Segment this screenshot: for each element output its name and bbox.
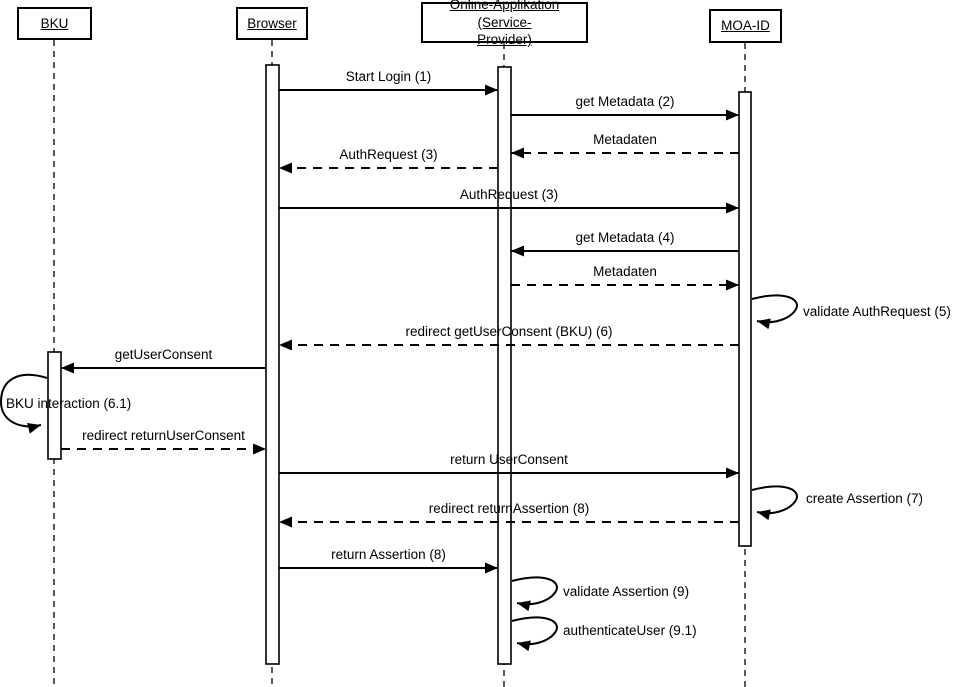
actor-box-bku: BKU xyxy=(17,7,92,40)
message-label: return UserConsent xyxy=(450,452,568,467)
message-label: Start Login (1) xyxy=(345,69,432,84)
message-label: redirect returnAssertion (8) xyxy=(428,501,590,516)
activation-bar-bku xyxy=(47,351,62,460)
message-label: validate Assertion (9) xyxy=(563,584,690,599)
message-label: create Assertion (7) xyxy=(806,491,924,506)
actor-box-moaid: MOA-ID xyxy=(709,9,782,43)
actor-label: Browser xyxy=(247,15,297,31)
activation-bar-browser xyxy=(265,64,280,665)
message-label: Metadaten xyxy=(593,132,657,147)
message-label: redirect returnUserConsent xyxy=(82,428,245,443)
message-label: getUserConsent xyxy=(114,347,213,362)
message-label: validate AuthRequest (5) xyxy=(803,304,951,319)
self-message-arrow xyxy=(751,294,798,330)
actor-box-browser: Browser xyxy=(236,7,308,40)
message-label: AuthRequest (3) xyxy=(339,147,438,162)
message-label: authenticateUser (9.1) xyxy=(563,623,697,638)
actor-box-sp: Online-Applikation (Service- Provider) xyxy=(421,0,588,47)
actor-label: BKU xyxy=(40,15,69,31)
self-message-arrow xyxy=(751,485,798,521)
self-message-arrow xyxy=(511,576,558,612)
activation-bar-moaid xyxy=(738,91,752,547)
message-label: AuthRequest (3) xyxy=(459,187,559,202)
self-message-arrow xyxy=(511,616,558,652)
message-label: redirect getUserConsent (BKU) (6) xyxy=(405,324,613,339)
message-label: Metadaten xyxy=(593,264,657,279)
message-label: return Assertion (8) xyxy=(331,547,446,562)
activation-bar-sp xyxy=(497,66,512,665)
message-label: BKU interaction (6.1) xyxy=(6,396,132,411)
self-message-arrow xyxy=(0,373,48,434)
actor-label: Online-Applikation (Service- Provider) xyxy=(449,0,560,48)
actor-label: MOA-ID xyxy=(721,18,770,34)
message-label: get Metadata (2) xyxy=(575,94,675,109)
message-label: get Metadata (4) xyxy=(575,230,675,245)
